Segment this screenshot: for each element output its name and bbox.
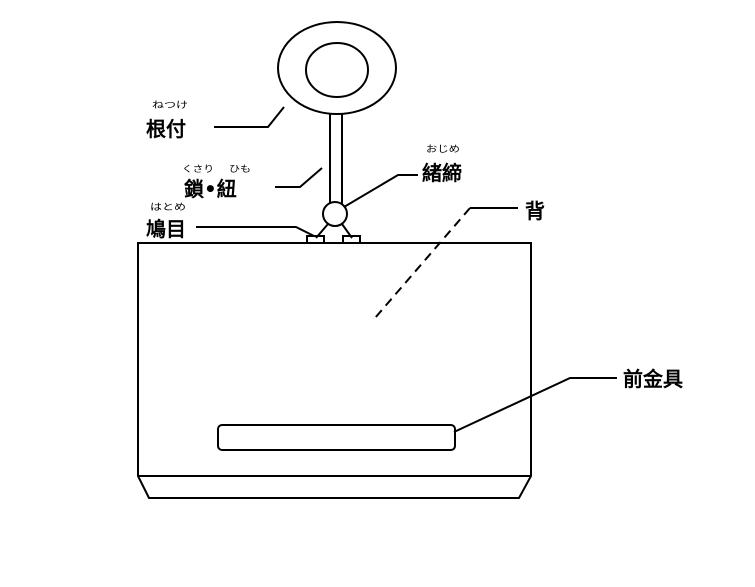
ojime-bead — [322, 201, 348, 227]
leader-kusari — [275, 167, 323, 188]
label-hatome: 鳩目 — [146, 217, 186, 241]
label-himo-ruby: ひも — [229, 164, 251, 175]
leader-ojime — [343, 174, 418, 208]
leader-maekanagu — [453, 377, 617, 433]
netsuke-inner — [305, 42, 369, 98]
label-kusari-ruby-a: くさり — [182, 164, 214, 175]
leader-netsuke — [214, 106, 285, 128]
label-maekanagu: 前金具 — [623, 367, 683, 391]
label-kusari-himo: 鎖•紐 — [184, 177, 237, 201]
label-hatome-ruby: はとめ — [150, 202, 186, 213]
leader-hatome — [196, 226, 315, 237]
pouch-body — [137, 242, 532, 499]
cord — [329, 114, 343, 204]
netsuke-outer — [277, 21, 397, 115]
label-netsuke-ruby: ねつけ — [152, 100, 188, 111]
label-netsuke: 根付 — [146, 117, 186, 141]
label-ojime: 緒締 — [422, 161, 462, 185]
label-ojime-ruby: おじめ — [426, 144, 460, 155]
front-clasp — [217, 424, 456, 451]
label-se: 背 — [525, 199, 545, 223]
leader-se-dashed — [374, 207, 471, 319]
